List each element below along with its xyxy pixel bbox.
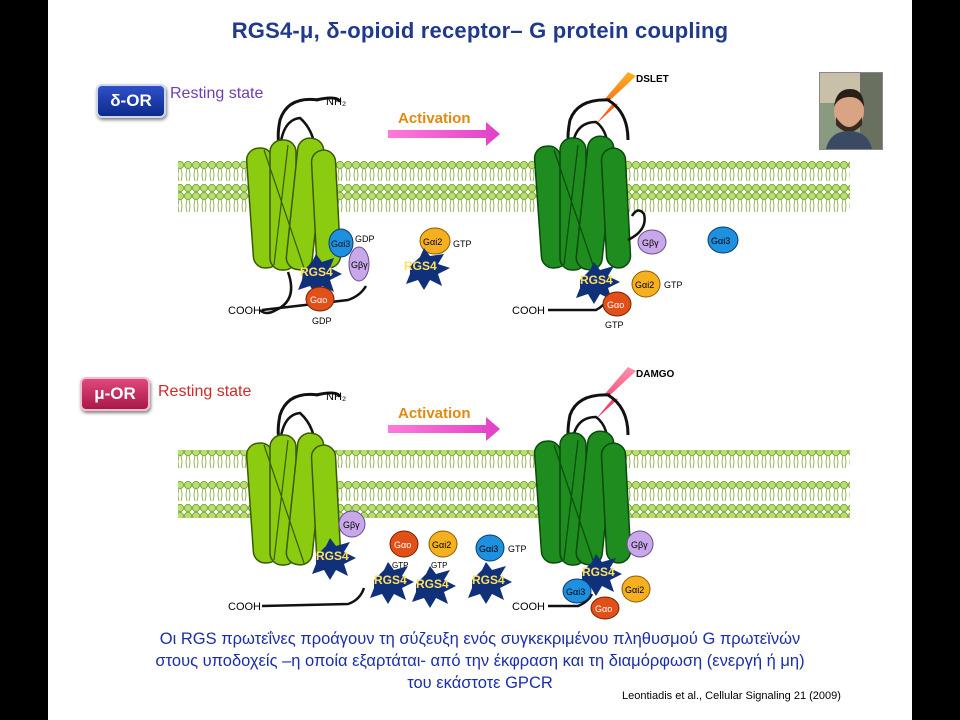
nh2-mu-left: NH₂ <box>326 391 346 403</box>
rgs4-label: RGS4 <box>300 265 333 279</box>
gby-label: Gβγ <box>642 238 659 248</box>
activation-arrow-mu <box>388 417 500 441</box>
rgs4-mu-free-1 <box>370 562 414 604</box>
caption-line-1: Οι RGS πρωτεΐνες προάγουν τη σύζευξη ενό… <box>159 630 801 648</box>
gai3-label: Gαi3 <box>331 239 350 249</box>
agonist-delta: DSLET <box>636 74 669 85</box>
gby-delta-active <box>637 229 667 255</box>
coupling-diagram: NH₂ COOH Gαi3 GDP Gβγ RGS4 Gαo GDP Gαi2 … <box>178 72 850 620</box>
gai2-delta-free <box>419 227 451 255</box>
mu-activation-label: Activation <box>398 405 471 422</box>
gby-label: Gβγ <box>343 520 360 530</box>
gby-label: Gβγ <box>351 260 368 270</box>
gai2-mu-active <box>621 575 651 603</box>
rgs4-label: RGS4 <box>582 565 615 579</box>
receptor-delta-resting <box>245 96 342 315</box>
gby-label: Gβγ <box>631 540 648 550</box>
cooh-delta-left: COOH <box>228 305 261 317</box>
gai2-label: Gαi2 <box>432 540 451 550</box>
gby-mu-resting <box>338 510 366 538</box>
gby-delta-resting <box>348 246 370 282</box>
gai2-label: Gαi2 <box>635 280 654 290</box>
agonist-bolt-mu <box>596 367 636 419</box>
caption: Οι RGS πρωτεΐνες προάγουν τη σύζευξη ενό… <box>58 628 902 694</box>
cooh-mu-left: COOH <box>228 601 261 613</box>
gdp-label: GDP <box>355 234 375 244</box>
caption-line-3: του εκάστοτε GPCR <box>407 674 553 692</box>
nh2-delta-left: NH₂ <box>326 96 346 108</box>
cooh-mu-right: COOH <box>512 601 545 613</box>
rgs4-delta-resting <box>298 254 342 296</box>
agonist-bolt-delta <box>596 72 636 124</box>
gai3-delta-resting <box>328 228 354 258</box>
rgs4-delta-free <box>406 248 450 290</box>
slide-title: RGS4-μ, δ-opioid receptor– G protein cou… <box>231 18 729 43</box>
gai3-delta-free <box>707 226 739 254</box>
rgs4-label: RGS4 <box>404 259 437 273</box>
slide: RGS4-μ, δ-opioid receptor– G protein cou… <box>48 0 912 720</box>
rgs4-label: RGS4 <box>416 577 449 591</box>
citation: Leontiadis et al., Cellular Signaling 21… <box>622 690 841 702</box>
rgs4-mu-resting <box>312 538 356 580</box>
rgs4-label: RGS4 <box>472 573 505 587</box>
gao-label: Gαo <box>310 295 327 305</box>
receptor-delta-active <box>533 98 646 271</box>
activation-arrow-delta <box>388 122 500 146</box>
gtp-label: GTP <box>508 544 527 554</box>
delta-activation-label: Activation <box>398 110 471 127</box>
gai3-mu-free <box>475 534 505 562</box>
gai2-label: Gαi2 <box>625 585 644 595</box>
gao-label: Gαo <box>607 300 624 310</box>
gtp-label: GTP <box>431 561 447 570</box>
gao-label: Gαo <box>394 540 411 550</box>
gtp-label: GTP <box>453 239 472 249</box>
author-photo <box>819 72 883 150</box>
gao-delta-active <box>602 291 632 317</box>
gao-mu-free <box>389 530 419 558</box>
gao-mu-active <box>590 596 620 620</box>
rgs4-delta-active <box>576 262 620 304</box>
rgs4-label: RGS4 <box>580 273 613 287</box>
receptor-mu-active <box>533 393 632 566</box>
gai2-label: Gαi2 <box>423 237 442 247</box>
gai3-label: Gαi3 <box>479 544 498 554</box>
caption-line-2: στους υποδοχείς –η οποία εξαρτάται- από … <box>155 652 805 670</box>
gao-delta-resting <box>305 286 335 312</box>
gtp-label: GTP <box>392 561 408 570</box>
mu-or-badge: μ-OR <box>80 377 150 411</box>
gai2-mu-free <box>428 530 458 558</box>
gai3-label: Gαi3 <box>711 236 730 246</box>
gai3-mu-active <box>562 578 592 604</box>
cooh-delta-right: COOH <box>512 305 545 317</box>
gtp-label: GTP <box>605 320 624 330</box>
gtp-label: GTP <box>664 280 683 290</box>
agonist-mu: DAMGO <box>636 369 675 380</box>
gai2-delta-active <box>631 270 661 298</box>
gdp-label: GDP <box>312 316 332 326</box>
rgs4-mu-free-2 <box>412 566 456 608</box>
mu-resting-label: Resting state <box>158 383 252 400</box>
delta-or-badge: δ-OR <box>96 84 166 118</box>
rgs4-label: RGS4 <box>374 573 407 587</box>
gao-label: Gαo <box>595 604 612 614</box>
receptor-mu-resting <box>245 391 342 566</box>
gai3-label: Gαi3 <box>566 587 585 597</box>
delta-resting-label: Resting state <box>170 85 264 102</box>
rgs4-mu-free-3 <box>468 562 512 604</box>
gby-mu-active <box>626 530 654 558</box>
rgs4-label: RGS4 <box>316 549 349 563</box>
